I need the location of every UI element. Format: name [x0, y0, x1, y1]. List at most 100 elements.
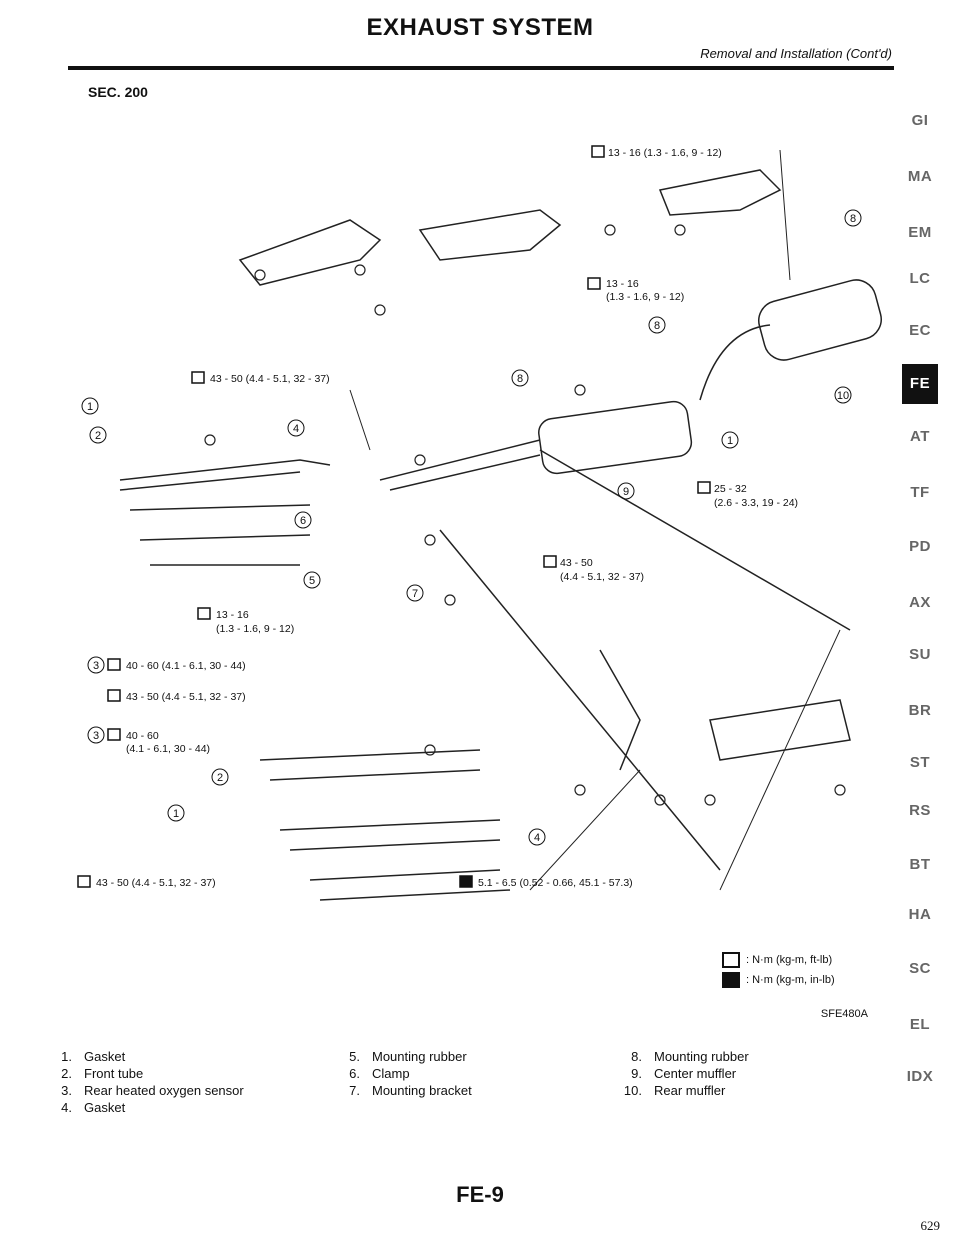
list-item: 7.Mounting bracket	[349, 1083, 472, 1098]
svg-text:3: 3	[93, 660, 99, 672]
svg-text:1: 1	[173, 808, 179, 820]
torque-label: 43 - 50 (4.4 - 5.1, 32 - 37)	[126, 691, 246, 703]
callout-8b: 8	[648, 316, 666, 334]
tab-st[interactable]: ST	[909, 754, 931, 771]
front-tube-lower	[259, 749, 481, 761]
torque-label: (1.3 - 1.6, 9 - 12)	[216, 623, 294, 635]
rear-heat-shield	[709, 699, 851, 761]
svg-text:8: 8	[850, 213, 856, 225]
center-pipe	[379, 439, 541, 481]
callout-5: 5	[303, 571, 321, 589]
diagram-code: SFE480A	[820, 1008, 868, 1020]
tab-gi[interactable]: GI	[911, 112, 929, 129]
svg-text:6: 6	[300, 515, 306, 527]
list-item: 3.Rear heated oxygen sensor	[61, 1083, 244, 1098]
callout-1b: 1	[721, 431, 739, 449]
tab-sc[interactable]: SC	[909, 960, 931, 977]
callout-10: 10	[834, 386, 852, 404]
svg-text:1: 1	[727, 435, 733, 447]
tab-ec[interactable]: EC	[909, 322, 931, 339]
torque-label: (1.3 - 1.6, 9 - 12)	[606, 291, 684, 303]
tab-pd[interactable]: PD	[909, 538, 931, 555]
page-title: EXHAUST SYSTEM	[366, 14, 594, 41]
tab-at[interactable]: AT	[910, 428, 930, 445]
torque-label: (2.6 - 3.3, 19 - 24)	[714, 497, 798, 509]
svg-text:3: 3	[93, 730, 99, 742]
section-label: SEC. 200	[88, 84, 148, 100]
tab-rs[interactable]: RS	[909, 802, 931, 819]
parts-list-col1: 1.Gasket 2.Front tube 3.Rear heated oxyg…	[42, 1048, 244, 1116]
heat-insulator-front	[238, 219, 382, 286]
callout-4a: 4	[287, 419, 305, 437]
torque-label: 13 - 16	[216, 609, 249, 621]
tab-ha[interactable]: HA	[908, 906, 932, 923]
heat-insulator-center	[418, 209, 562, 261]
svg-text:2: 2	[217, 772, 223, 784]
list-item: 6.Clamp	[349, 1066, 410, 1081]
torque-wrench-filled-icon	[722, 972, 740, 988]
svg-text:4: 4	[534, 832, 540, 844]
callout-8c: 8	[511, 369, 529, 387]
tab-ax[interactable]: AX	[909, 594, 931, 611]
torque-label: 43 - 50 (4.4 - 5.1, 32 - 37)	[96, 877, 216, 889]
tab-fe[interactable]: FE	[902, 364, 938, 404]
svg-text:1: 1	[87, 401, 93, 413]
svg-text:5: 5	[309, 575, 315, 587]
tab-tf[interactable]: TF	[910, 484, 930, 501]
tab-em[interactable]: EM	[908, 224, 932, 241]
torque-label: 13 - 16 (1.3 - 1.6, 9 - 12)	[608, 147, 722, 159]
list-item: 4.Gasket	[61, 1100, 126, 1115]
callout-6: 6	[294, 511, 312, 529]
svg-text:2: 2	[95, 430, 101, 442]
heat-insulator-rear	[658, 169, 782, 216]
tab-ma[interactable]: MA	[907, 168, 933, 185]
parts-list-col3: 8.Mounting rubber 9.Center muffler 10.Re…	[612, 1048, 749, 1099]
rear-muffler	[758, 279, 882, 361]
header-rule	[68, 66, 894, 70]
callout-2a: 2	[89, 426, 107, 444]
torque-label: 5.1 - 6.5 (0.52 - 0.66, 45.1 - 57.3)	[478, 877, 633, 889]
tab-lc[interactable]: LC	[909, 270, 931, 287]
list-item: 2.Front tube	[61, 1066, 144, 1081]
svg-text:4: 4	[293, 423, 299, 435]
tab-idx[interactable]: IDX	[906, 1068, 934, 1085]
rear-tailpipe	[699, 324, 771, 401]
list-item: 8.Mounting rubber	[631, 1049, 749, 1064]
page-number: FE-9	[456, 1182, 504, 1207]
list-item: 9.Center muffler	[631, 1066, 737, 1081]
svg-text:9: 9	[623, 486, 629, 498]
center-muffler	[538, 400, 693, 475]
list-item: 1.Gasket	[61, 1049, 126, 1064]
callout-7: 7	[406, 584, 424, 602]
callout-9: 9	[617, 482, 635, 500]
torque-label: 40 - 60 (4.1 - 6.1, 30 - 44)	[126, 660, 246, 672]
svg-text:8: 8	[517, 373, 523, 385]
torque-label: (4.1 - 6.1, 30 - 44)	[126, 743, 210, 755]
callout-1c: 1	[167, 804, 185, 822]
callout-3b: 3	[87, 726, 105, 744]
legend-ft-lb: : N·m (kg-m, ft-lb)	[722, 952, 832, 968]
tab-su[interactable]: SU	[909, 646, 931, 663]
svg-text:10: 10	[837, 390, 849, 402]
handwritten-page-number: 629	[920, 1218, 941, 1233]
torque-label: 13 - 16	[606, 278, 639, 290]
front-tube-upper	[119, 459, 331, 481]
torque-label: 43 - 50 (4.4 - 5.1, 32 - 37)	[210, 373, 330, 385]
exhaust-diagram: 8 8 8 10 1 2 4 1 9 6 5 7 3 3 2 1 4 13 - …	[77, 145, 882, 901]
parts-list-col2: 5.Mounting rubber 6.Clamp 7.Mounting bra…	[330, 1048, 472, 1099]
tab-el[interactable]: EL	[909, 1016, 931, 1033]
torque-wrench-icon	[722, 952, 740, 968]
list-item: 10.Rear muffler	[623, 1083, 726, 1098]
page-subtitle: Removal and Installation (Cont'd)	[700, 46, 892, 61]
tab-bt[interactable]: BT	[909, 856, 931, 873]
callout-1a: 1	[81, 397, 99, 415]
callout-2b: 2	[211, 768, 229, 786]
callout-3a: 3	[87, 656, 105, 674]
torque-label: (4.4 - 5.1, 32 - 37)	[560, 571, 644, 583]
torque-label: 43 - 50	[560, 557, 593, 569]
svg-text:8: 8	[654, 320, 660, 332]
callout-8a: 8	[844, 209, 862, 227]
tab-br[interactable]: BR	[908, 702, 932, 719]
torque-label: 40 - 60	[126, 730, 159, 742]
callout-4b: 4	[528, 828, 546, 846]
